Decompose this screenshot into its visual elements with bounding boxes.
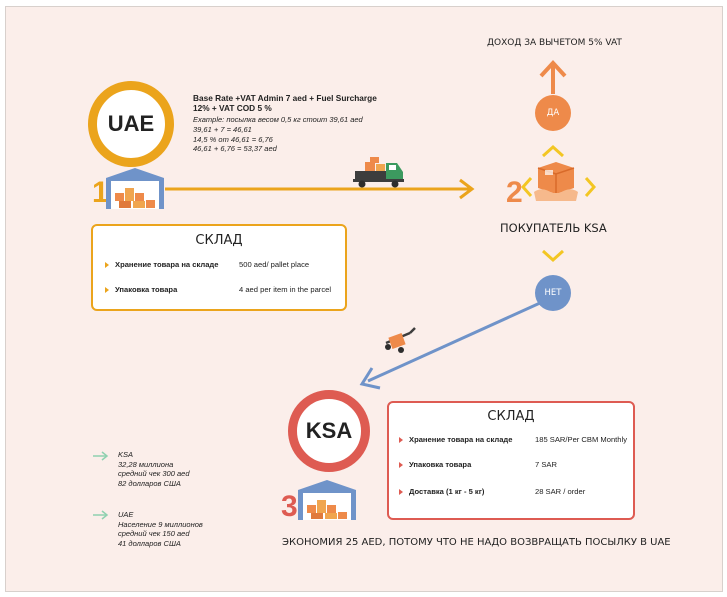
example-line: 14,5 % от 46,61 = 6,76	[193, 134, 273, 144]
ksa-row-label: Упаковка товара	[409, 460, 472, 469]
stats-ksa: KSA 32,28 миллиона средний чек 300 aed 8…	[118, 450, 190, 488]
step-number-2: 2	[506, 176, 523, 209]
bullet-icon	[105, 287, 109, 293]
yes-circle: ДА	[535, 95, 571, 131]
yes-label: ДА	[546, 108, 560, 118]
ksa-label: KSA	[305, 418, 353, 443]
chevron-up-icon	[541, 144, 565, 158]
stat-line: средний чек 300 aed	[118, 469, 190, 479]
uae-to-buyer-arrowhead	[459, 178, 475, 200]
ksa-row-value: 7 SAR	[535, 460, 557, 469]
uae-circle: UAE	[88, 81, 174, 167]
uae-row-value: 500 aed/ pallet place	[239, 260, 310, 269]
ksa-row-label: Доставка (1 кг - 5 кг)	[409, 487, 485, 496]
uae-row-label: Упаковка товара	[115, 285, 178, 294]
ksa-warehouse-title: СКЛАД	[487, 409, 535, 424]
bullet-icon	[399, 437, 403, 443]
chevron-down-icon	[541, 249, 565, 263]
ksa-warehouse-box: СКЛАД Хранение товара на складе 185 SAR/…	[387, 401, 635, 520]
stat-line: 82 долларов США	[118, 478, 181, 488]
uae-row-value: 4 aed per item in the parcel	[239, 285, 332, 294]
arrow-up-icon	[539, 60, 567, 78]
ksa-row-value: 185 SAR/Per CBM Monthly	[535, 435, 628, 444]
uae-warehouse-box: СКЛАД Хранение товара на складе 500 aed/…	[91, 224, 347, 311]
no-label: НЕТ	[544, 288, 562, 298]
stat-line: 41 долларов США	[118, 538, 181, 548]
example-line: 39,61 + 7 = 46,61	[193, 124, 252, 134]
step-number-1: 1	[92, 176, 109, 209]
stats-uae: UAE Население 9 миллионов средний чек 15…	[118, 510, 203, 548]
no-to-ksa-arrowhead	[359, 367, 381, 390]
example-line: Example: посылка весом 0,5 кг стоит 39,6…	[193, 115, 363, 124]
bullet-icon	[399, 489, 403, 495]
chevron-left-icon	[520, 177, 533, 197]
income-label: ДОХОД ЗА ВЫЧЕТОМ 5% VAT	[487, 38, 622, 48]
savings-text: ЭКОНОМИЯ 25 AED, ПОТОМУ ЧТО НЕ НАДО ВОЗВ…	[282, 537, 671, 548]
stat-arrow-icon	[93, 451, 109, 461]
ksa-row-value: 28 SAR / order	[535, 487, 586, 496]
no-to-ksa-arrow	[367, 301, 541, 383]
bullet-icon	[399, 462, 403, 468]
stat-line: KSA	[118, 450, 134, 459]
ksa-row-label: Хранение товара на складе	[409, 435, 513, 444]
uae-label: UAE	[107, 111, 155, 136]
uae-warehouse-title: СКЛАД	[195, 233, 243, 248]
stat-line: средний чек 150 aed	[118, 529, 190, 539]
stat-line: UAE	[118, 510, 134, 519]
buyer-label: ПОКУПАТЕЛЬ KSA	[500, 221, 607, 235]
step-number-3: 3	[281, 490, 298, 523]
no-circle: НЕТ	[535, 275, 571, 311]
uae-row-label: Хранение товара на складе	[115, 260, 219, 269]
uae-rate-formula: Base Rate +VAT Admin 7 aed + Fuel Surcha…	[193, 93, 377, 113]
stat-arrow-icon	[93, 510, 109, 520]
bullet-icon	[105, 262, 109, 268]
uae-rate-example: Example: посылка весом 0,5 кг стоит 39,6…	[193, 115, 393, 154]
ksa-circle: KSA	[288, 390, 370, 472]
stat-line: Население 9 миллионов	[118, 519, 203, 529]
stat-line: 32,28 миллиона	[118, 459, 174, 469]
chevron-right-icon	[584, 177, 597, 197]
example-line: 46,61 + 6,76 = 53,37 aed	[193, 144, 277, 154]
